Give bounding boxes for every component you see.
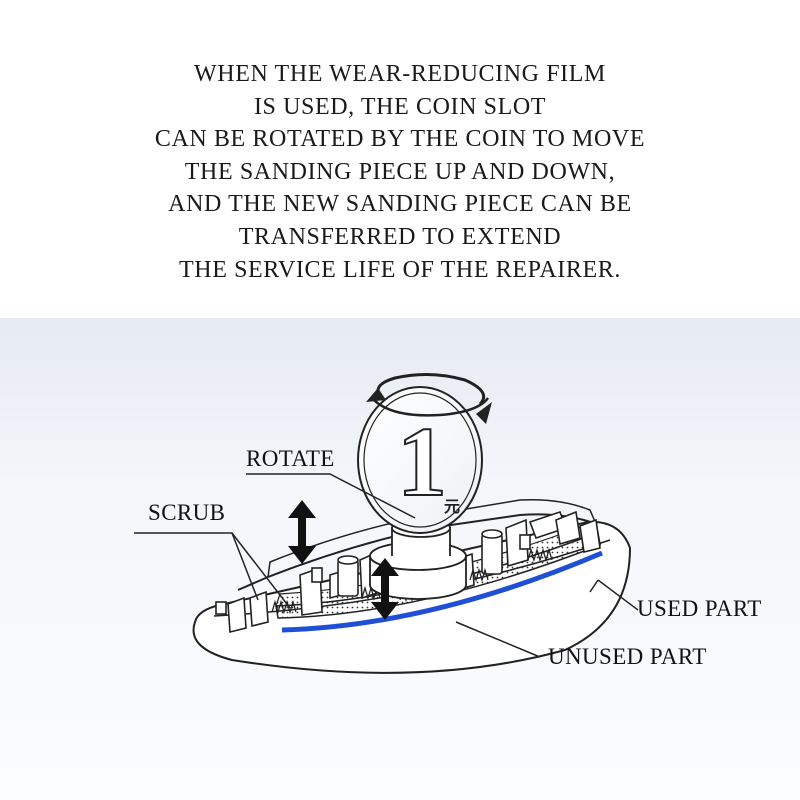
caption-line: WHEN THE WEAR-REDUCING FILM (194, 61, 606, 87)
caption-line: TRANSFERRED TO EXTEND (238, 223, 562, 250)
caption-line: AND THE NEW SANDING PIECE CAN BE (168, 191, 632, 218)
rotate-arrowhead (476, 402, 492, 424)
caption-line: IS USED, THE COIN SLOT (253, 93, 547, 120)
used-part-label: USED PART (637, 596, 762, 621)
scrub-label: SCRUB (148, 500, 226, 525)
repairer-diagram: 1 元 ROTATE SCRU (0, 318, 800, 800)
leader-lines (134, 473, 639, 658)
rotate-arrow-ring (371, 372, 490, 417)
right-bracket (555, 510, 601, 553)
diagram-drawing: 1 元 (134, 372, 639, 674)
caption-text: WHEN THE WEAR-REDUCING FILM IS USED, THE… (0, 58, 800, 286)
rotate-label: ROTATE (246, 446, 335, 471)
double-arrow-icon (371, 558, 399, 620)
coin-numeral: 1 (397, 406, 447, 517)
caption-line: THE SERVICE LIFE OF THE REPAIRER. (179, 256, 621, 283)
rotate-arrowhead (366, 388, 386, 402)
unused-part-label: UNUSED PART (548, 644, 707, 669)
double-arrow-icon (288, 500, 316, 564)
caption-line: THE SANDING PIECE UP AND DOWN, (184, 158, 616, 185)
coin-unit: 元 (444, 497, 460, 516)
used-part-strip (281, 550, 603, 633)
left-bracket (215, 590, 269, 634)
caption-line: CAN BE ROTATED BY THE COIN TO MOVE (154, 126, 646, 153)
coin: 1 元 (357, 386, 483, 534)
